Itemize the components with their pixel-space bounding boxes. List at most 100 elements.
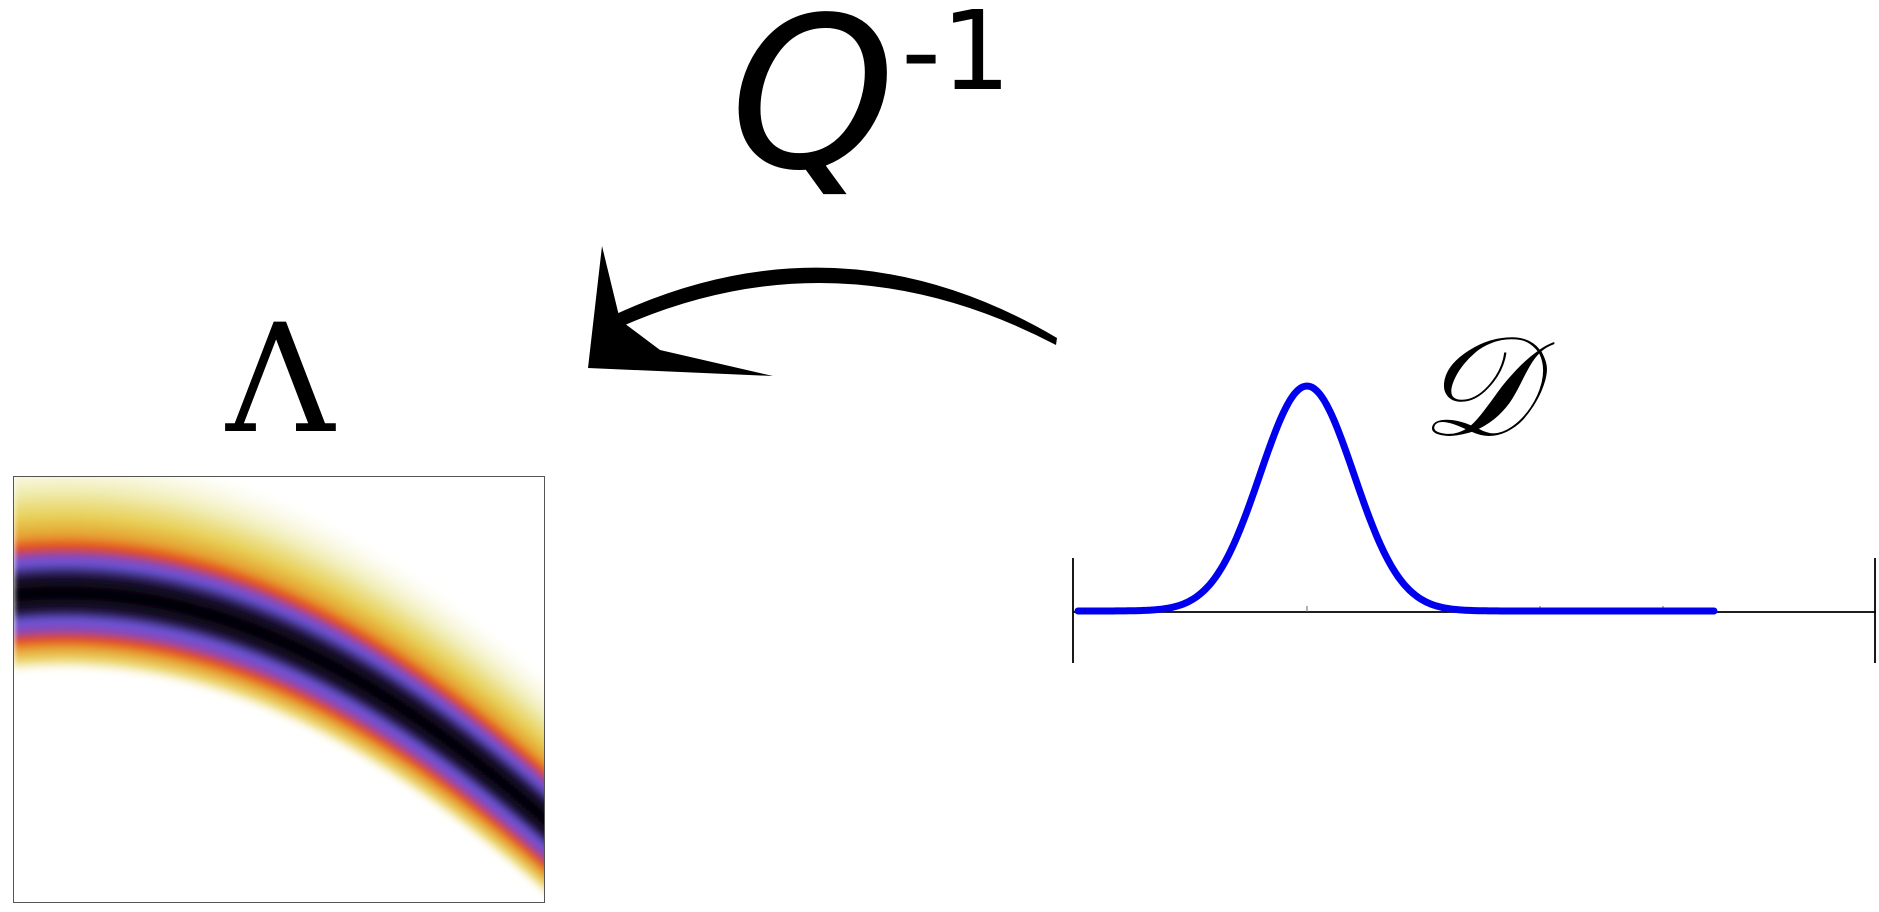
heatmap-strip bbox=[218, 477, 223, 699]
data-space-label: 𝒟 bbox=[1420, 306, 1532, 469]
heatmap-strip bbox=[338, 520, 343, 751]
heatmap-strip bbox=[146, 477, 151, 681]
heatmap-strip bbox=[430, 579, 435, 810]
heatmap-strip bbox=[502, 634, 507, 865]
heatmap-band bbox=[14, 477, 544, 899]
heatmap-strip bbox=[202, 477, 207, 694]
heatmap-strip bbox=[126, 477, 131, 678]
heatmap-strip bbox=[458, 599, 463, 830]
distribution-curve bbox=[1074, 382, 1718, 615]
heatmap-strip bbox=[86, 477, 91, 674]
heatmap-strip bbox=[474, 612, 479, 843]
heatmap-strip bbox=[310, 506, 315, 737]
heatmap-strip bbox=[530, 658, 535, 889]
heatmap-strip bbox=[250, 479, 255, 710]
heatmap-strip bbox=[482, 618, 487, 849]
heatmap-strip bbox=[50, 477, 55, 674]
heatmap-strip bbox=[246, 478, 251, 709]
heatmap-strip bbox=[102, 477, 107, 676]
heatmap-strip bbox=[330, 516, 335, 747]
heatmap-strip bbox=[118, 477, 123, 677]
heatmap-strip bbox=[238, 477, 243, 706]
heatmap-strip bbox=[30, 477, 35, 675]
heatmap-strip bbox=[62, 477, 67, 674]
heatmap-strip bbox=[206, 477, 211, 695]
heatmap-strip bbox=[182, 477, 187, 689]
heatmap-strip bbox=[270, 487, 275, 718]
heatmap-strip bbox=[42, 477, 47, 674]
heatmap-strip bbox=[22, 477, 27, 675]
heatmap-strip bbox=[342, 523, 347, 754]
heatmap-strip bbox=[194, 477, 199, 692]
heatmap-strip bbox=[66, 477, 71, 674]
heatmap-strip bbox=[290, 496, 295, 727]
distribution-plot bbox=[1072, 382, 1876, 663]
heatmap-strip bbox=[418, 570, 423, 801]
heatmap-strip bbox=[190, 477, 195, 691]
heatmap-strip bbox=[374, 541, 379, 772]
heatmap-strip bbox=[230, 477, 235, 703]
heatmap-strip bbox=[54, 477, 59, 674]
heatmap-panel bbox=[13, 476, 545, 903]
heatmap-strip bbox=[538, 665, 543, 896]
heatmap-strip bbox=[258, 482, 263, 713]
heatmap-strip bbox=[470, 609, 475, 839]
heatmap-strip bbox=[266, 486, 271, 716]
heatmap-strip bbox=[242, 477, 247, 707]
heatmap-strip bbox=[534, 661, 539, 892]
heatmap-strip bbox=[366, 537, 371, 767]
arrow-shaft bbox=[614, 267, 1057, 345]
heatmap-strip bbox=[334, 518, 339, 749]
heatmap-strip bbox=[446, 590, 451, 821]
heatmap-strip bbox=[378, 544, 383, 775]
heatmap-strip bbox=[114, 477, 119, 677]
heatmap-strip bbox=[302, 502, 307, 733]
heatmap-strip bbox=[262, 484, 267, 715]
heatmap-strip bbox=[410, 565, 415, 796]
heatmap-strip bbox=[478, 615, 483, 846]
heatmap-strip bbox=[138, 477, 143, 680]
heatmap-strip bbox=[210, 477, 215, 696]
heatmap-strip bbox=[74, 477, 79, 674]
heatmap-strip bbox=[26, 477, 31, 675]
heatmap-strip bbox=[130, 477, 135, 679]
heatmap-strip bbox=[370, 539, 375, 770]
heatmap-strip bbox=[466, 605, 471, 836]
heatmap-strip bbox=[494, 628, 499, 859]
heatmap-strip bbox=[170, 477, 175, 686]
heatmap-strip bbox=[402, 559, 407, 790]
heatmap-strip bbox=[294, 498, 299, 729]
heatmap-strip bbox=[514, 644, 519, 875]
operator-superscript: -1 bbox=[901, 0, 1011, 115]
heatmap-strip bbox=[78, 477, 83, 674]
heatmap-strip bbox=[222, 477, 227, 700]
heatmap-strip bbox=[166, 477, 171, 685]
heatmap-strip bbox=[174, 477, 179, 687]
heatmap-strip bbox=[254, 481, 259, 712]
heatmap-strip bbox=[162, 477, 167, 684]
heatmap-strip bbox=[106, 477, 111, 676]
heatmap-strip bbox=[306, 504, 311, 735]
heatmap-strip bbox=[134, 477, 139, 679]
heatmap-strip bbox=[286, 494, 291, 725]
heatmap-strip bbox=[38, 477, 43, 674]
heatmap-strip bbox=[282, 492, 287, 723]
heatmap-strip bbox=[450, 593, 455, 824]
heatmap-strip bbox=[434, 582, 439, 813]
heatmap-strip bbox=[18, 477, 23, 676]
heatmap-strip bbox=[110, 477, 115, 676]
heatmap-strip bbox=[498, 631, 503, 862]
heatmap-strip bbox=[394, 554, 399, 785]
heatmap-strip bbox=[326, 514, 331, 745]
heatmap-strip bbox=[542, 669, 544, 899]
heatmap-strip bbox=[94, 477, 99, 675]
heatmap-strip bbox=[490, 624, 495, 855]
heatmap-strip bbox=[82, 477, 87, 674]
heatmap-strip bbox=[278, 491, 283, 722]
heatmap-strip bbox=[186, 477, 191, 690]
heatmap-strip bbox=[274, 489, 279, 720]
heatmap-strip bbox=[154, 477, 159, 683]
heatmap-strip bbox=[362, 534, 367, 765]
heatmap-strip bbox=[358, 532, 363, 763]
